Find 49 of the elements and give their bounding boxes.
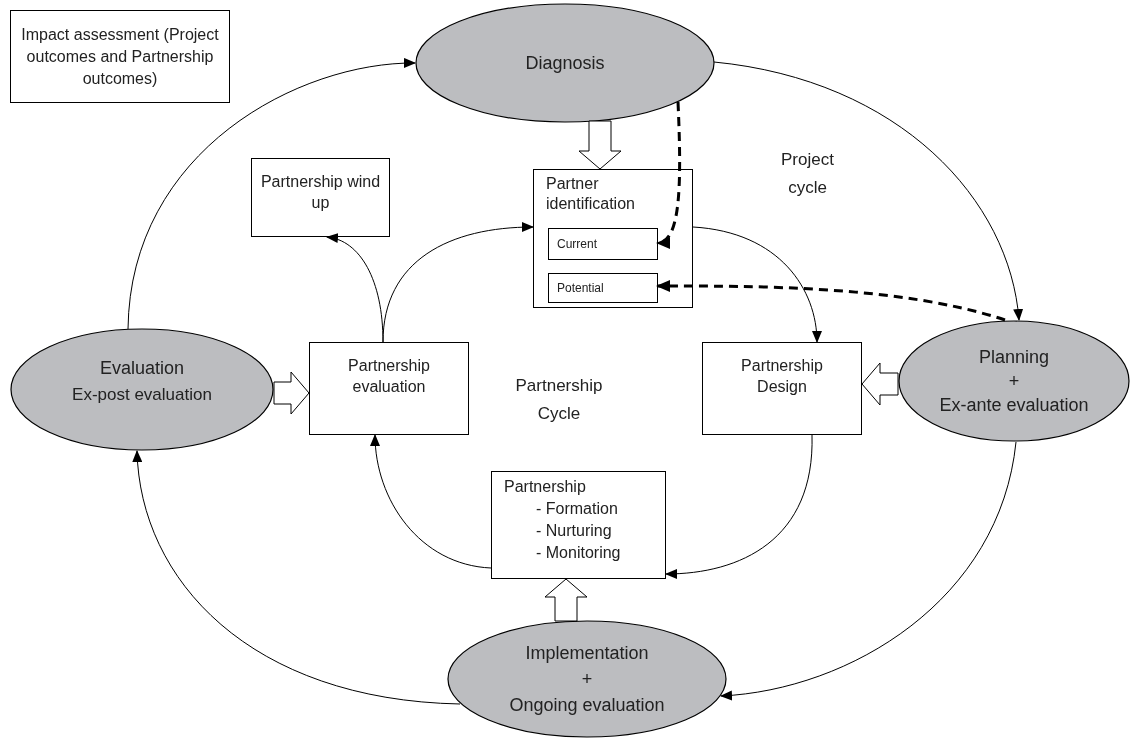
ellipse-node [447,620,727,738]
arrow [665,434,813,579]
node-label: - Monitoring [535,543,621,563]
node-label: Ex-ante evaluation [939,394,1089,417]
node-label: + [581,668,593,691]
node-label: Diagnosis [525,51,605,75]
process-box [548,273,658,303]
node-label: Ex-post evaluation [72,384,212,407]
ellipse-node [415,3,715,123]
process-box [309,342,469,435]
block-arrow [578,120,622,170]
arrow [382,222,534,343]
node-label: Partner identification [546,174,636,214]
process-box [533,169,693,308]
block-arrow [861,362,899,406]
node-label: - Formation [535,499,618,519]
node-label: Partnership Design [740,356,824,397]
node-label: Planning [978,346,1050,369]
node-label: Ongoing evaluation [509,694,665,717]
arrow [720,441,1017,700]
arrow [370,434,492,569]
process-box [491,471,666,579]
dashed-arrow [656,280,1006,322]
process-box [548,228,658,260]
arrow [133,450,461,705]
block-arrow [544,578,588,622]
arrow [713,61,1023,321]
process-box [251,158,390,237]
arrow [326,234,384,343]
node-label: Potential [557,280,604,297]
arrow [127,58,416,330]
node-label: + [1008,370,1020,393]
ellipse-node [898,320,1130,442]
node-label: Impact assessment (Project outcomes and Partnership outcomes) [20,24,220,89]
cycle-label: Partnership Cycle [514,375,604,425]
node-label: Partnership wind up [260,172,381,213]
dashed-arrow [656,101,682,247]
process-box [10,10,230,103]
block-arrow [273,371,310,415]
process-box [702,342,862,435]
arrow [692,226,822,343]
node-label: - Nurturing [535,521,612,541]
node-label: Partnership evaluation [347,356,431,397]
node-label: Current [557,236,597,253]
node-label: Partnership [504,477,586,497]
cycle-label: Project cycle [780,149,835,199]
ellipse-node [10,328,274,451]
node-label: Evaluation [99,357,185,381]
node-label: Implementation [525,642,649,665]
